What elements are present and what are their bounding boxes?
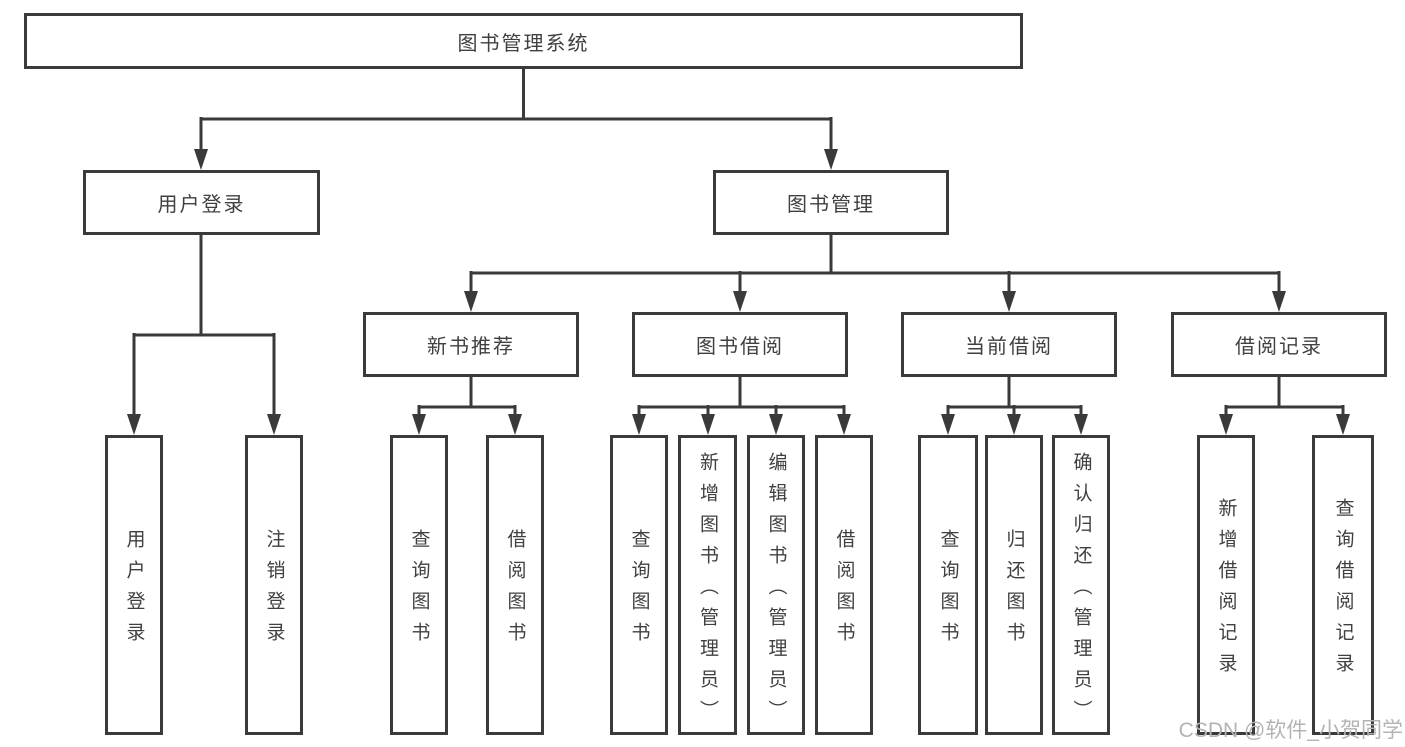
node-label: 查询图书 <box>408 529 430 653</box>
csdn-watermark: CSDN @软件_小贺同学 <box>1178 719 1403 742</box>
node-label: 当前借阅 <box>965 336 1053 358</box>
node-leaf-current-query-books: 查询图书 <box>918 435 978 735</box>
arrowhead <box>508 414 522 435</box>
arrowhead <box>701 414 715 435</box>
arrowhead <box>267 414 281 435</box>
node-label: 图书管理系统 <box>457 32 590 55</box>
node-new-book-recommend: 新书推荐 <box>363 312 579 377</box>
node-label: 借阅记录 <box>1235 336 1323 358</box>
connector-root-to-level2 <box>199 69 833 152</box>
node-label: 注销登录 <box>263 529 285 653</box>
connector-book-borrowing-to-leaves <box>637 377 846 417</box>
arrowhead <box>1219 414 1233 435</box>
node-user-login: 用户登录 <box>83 170 320 235</box>
connector-user-login-to-leaves <box>132 235 276 417</box>
arrowhead <box>464 291 478 312</box>
arrowhead <box>632 414 646 435</box>
arrowhead <box>1272 291 1286 312</box>
node-label: 用户登录 <box>123 529 145 653</box>
node-label: 查询借阅记录 <box>1332 498 1354 684</box>
node-label: 借阅图书 <box>504 529 526 653</box>
connector-borrowing-records-to-leaves <box>1224 377 1345 417</box>
node-label: 查询图书 <box>628 529 650 653</box>
connector-current-borrowing-to-leaves <box>946 377 1083 417</box>
node-borrowing-records: 借阅记录 <box>1171 312 1387 377</box>
node-book-borrowing: 图书借阅 <box>632 312 848 377</box>
arrowhead <box>127 414 141 435</box>
node-label: 查询图书 <box>937 529 959 653</box>
arrowhead <box>194 149 208 170</box>
node-library-management-system: 图书管理系统 <box>24 13 1023 69</box>
arrowhead <box>412 414 426 435</box>
node-leaf-borrowing-query-books: 查询图书 <box>610 435 668 735</box>
node-label: 图书管理 <box>787 194 875 216</box>
arrowhead <box>1336 414 1350 435</box>
node-label: 借阅图书 <box>833 529 855 653</box>
node-label: 图书借阅 <box>696 336 784 358</box>
node-book-management: 图书管理 <box>713 170 949 235</box>
arrowhead <box>733 291 747 312</box>
arrowhead <box>824 149 838 170</box>
node-leaf-confirm-return-admin: 确认归还（管理员） <box>1052 435 1110 735</box>
node-leaf-return-books: 归还图书 <box>985 435 1043 735</box>
arrowhead <box>837 414 851 435</box>
node-label: 新书推荐 <box>427 336 515 358</box>
node-label: 归还图书 <box>1003 529 1025 653</box>
arrowhead <box>1074 414 1088 435</box>
node-leaf-edit-books-admin: 编辑图书（管理员） <box>747 435 805 735</box>
node-label: 新增借阅记录 <box>1215 498 1237 684</box>
arrowhead <box>941 414 955 435</box>
node-current-borrowing: 当前借阅 <box>901 312 1117 377</box>
node-leaf-query-borrow-record: 查询借阅记录 <box>1312 435 1374 735</box>
node-leaf-add-books-admin: 新增图书（管理员） <box>678 435 737 735</box>
arrowhead <box>1002 291 1016 312</box>
node-leaf-recommend-query-books: 查询图书 <box>390 435 448 735</box>
connector-book-management-to-level3 <box>469 235 1281 294</box>
node-leaf-user-login: 用户登录 <box>105 435 163 735</box>
node-leaf-recommend-borrow-books: 借阅图书 <box>486 435 544 735</box>
arrowhead <box>1007 414 1021 435</box>
connector-new-book-recommend-to-leaves <box>417 377 517 417</box>
node-label: 确认归还（管理员） <box>1070 451 1092 731</box>
node-label: 新增图书（管理员） <box>697 451 718 731</box>
node-label: 编辑图书（管理员） <box>765 451 787 731</box>
node-leaf-add-borrow-record: 新增借阅记录 <box>1197 435 1255 735</box>
arrowhead <box>769 414 783 435</box>
arrowheads <box>127 149 1350 435</box>
node-leaf-logout: 注销登录 <box>245 435 303 735</box>
node-label: 用户登录 <box>157 194 246 216</box>
node-leaf-borrow-books: 借阅图书 <box>815 435 873 735</box>
